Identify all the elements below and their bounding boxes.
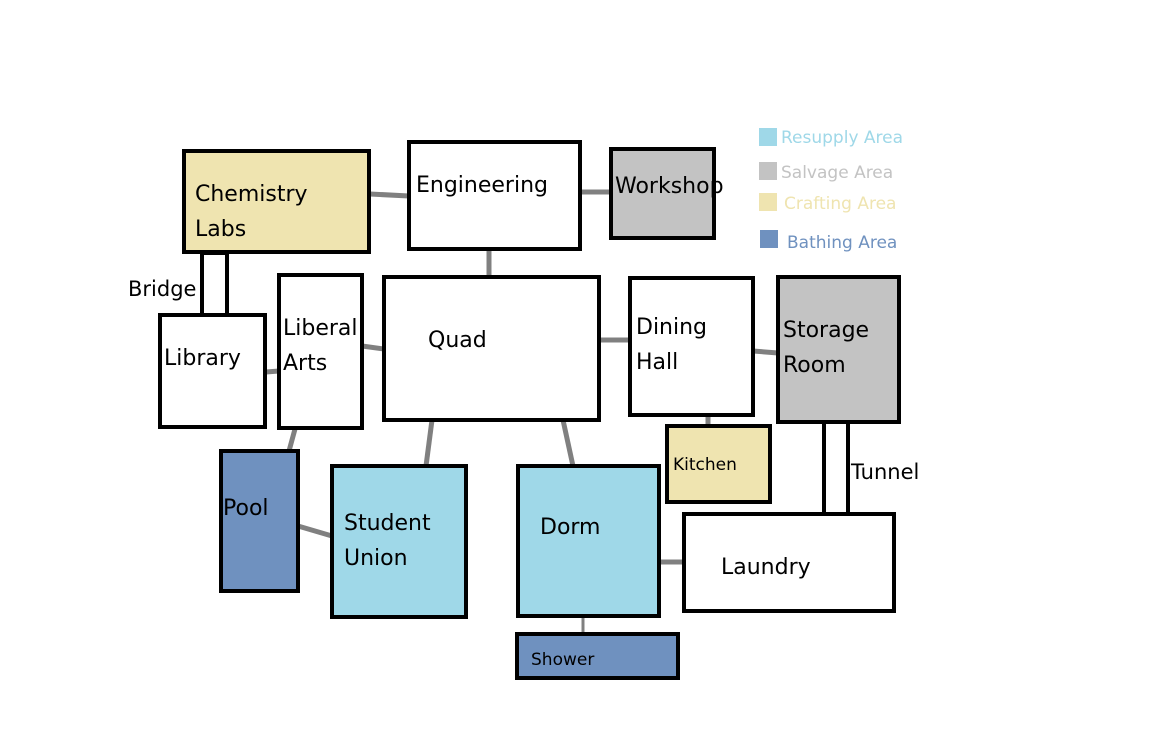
connector-liberal-arts-pool	[286, 428, 298, 452]
room-label: Chemistry Labs	[195, 182, 308, 242]
legend-swatch-bathing	[760, 230, 778, 248]
connector-library-liberal-arts	[265, 368, 280, 375]
room-label: Library	[164, 346, 241, 371]
room-shower[interactable]: Shower	[515, 632, 680, 680]
room-label: Workshop	[615, 174, 724, 199]
room-dorm[interactable]: Dorm	[516, 464, 661, 618]
legend-swatch-salvage	[759, 162, 777, 180]
room-label: Storage Room	[783, 318, 870, 378]
connector-pool-student-union	[297, 523, 333, 539]
room-student-union[interactable]: Student Union	[330, 464, 468, 619]
tunnel-passage	[822, 420, 850, 514]
room-workshop[interactable]: Workshop	[609, 147, 724, 240]
legend-label-salvage: Salvage Area	[781, 163, 894, 183]
room-label: Kitchen	[673, 455, 737, 475]
room-library[interactable]: Library	[158, 313, 267, 429]
legend-label-crafting: Crafting Area	[784, 194, 897, 214]
room-quad[interactable]: Quad	[382, 275, 601, 422]
room-label: Dorm	[540, 515, 601, 540]
room-engineering[interactable]: Engineering	[407, 140, 582, 251]
room-dining-hall[interactable]: Dining Hall	[628, 276, 755, 417]
tunnel-label: Tunnel	[851, 460, 920, 484]
room-storage-room[interactable]: Storage Room	[776, 275, 901, 424]
room-label: Quad	[428, 328, 487, 353]
connector-chemistry-engineering	[369, 191, 410, 199]
room-label: Shower	[531, 650, 595, 670]
legend-swatch-crafting	[759, 193, 777, 211]
connector-dining-hall-storage	[752, 348, 779, 356]
room-pool[interactable]: Pool	[219, 449, 300, 593]
connector-quad-dorm	[560, 419, 576, 467]
connector-quad-student-union	[423, 419, 435, 467]
room-label: Dining Hall	[636, 315, 708, 375]
room-kitchen[interactable]: Kitchen	[665, 424, 772, 504]
room-liberal-arts[interactable]: Liberal Arts	[277, 273, 364, 430]
room-label: Liberal Arts	[283, 316, 358, 376]
connector-liberal-arts-quad	[361, 343, 385, 352]
legend-swatch-resupply	[759, 128, 777, 146]
room-laundry[interactable]: Laundry	[682, 512, 896, 613]
room-label: Student Union	[344, 511, 431, 571]
legend-label-resupply: Resupply Area	[781, 128, 904, 148]
bridge-label: Bridge	[128, 277, 197, 301]
room-label: Pool	[223, 496, 269, 521]
room-chemistry-labs[interactable]: Chemistry Labs	[182, 149, 371, 254]
room-label: Engineering	[416, 173, 548, 198]
room-label: Laundry	[721, 555, 811, 580]
legend-label-bathing: Bathing Area	[787, 233, 898, 253]
bridge-passage	[200, 251, 229, 315]
